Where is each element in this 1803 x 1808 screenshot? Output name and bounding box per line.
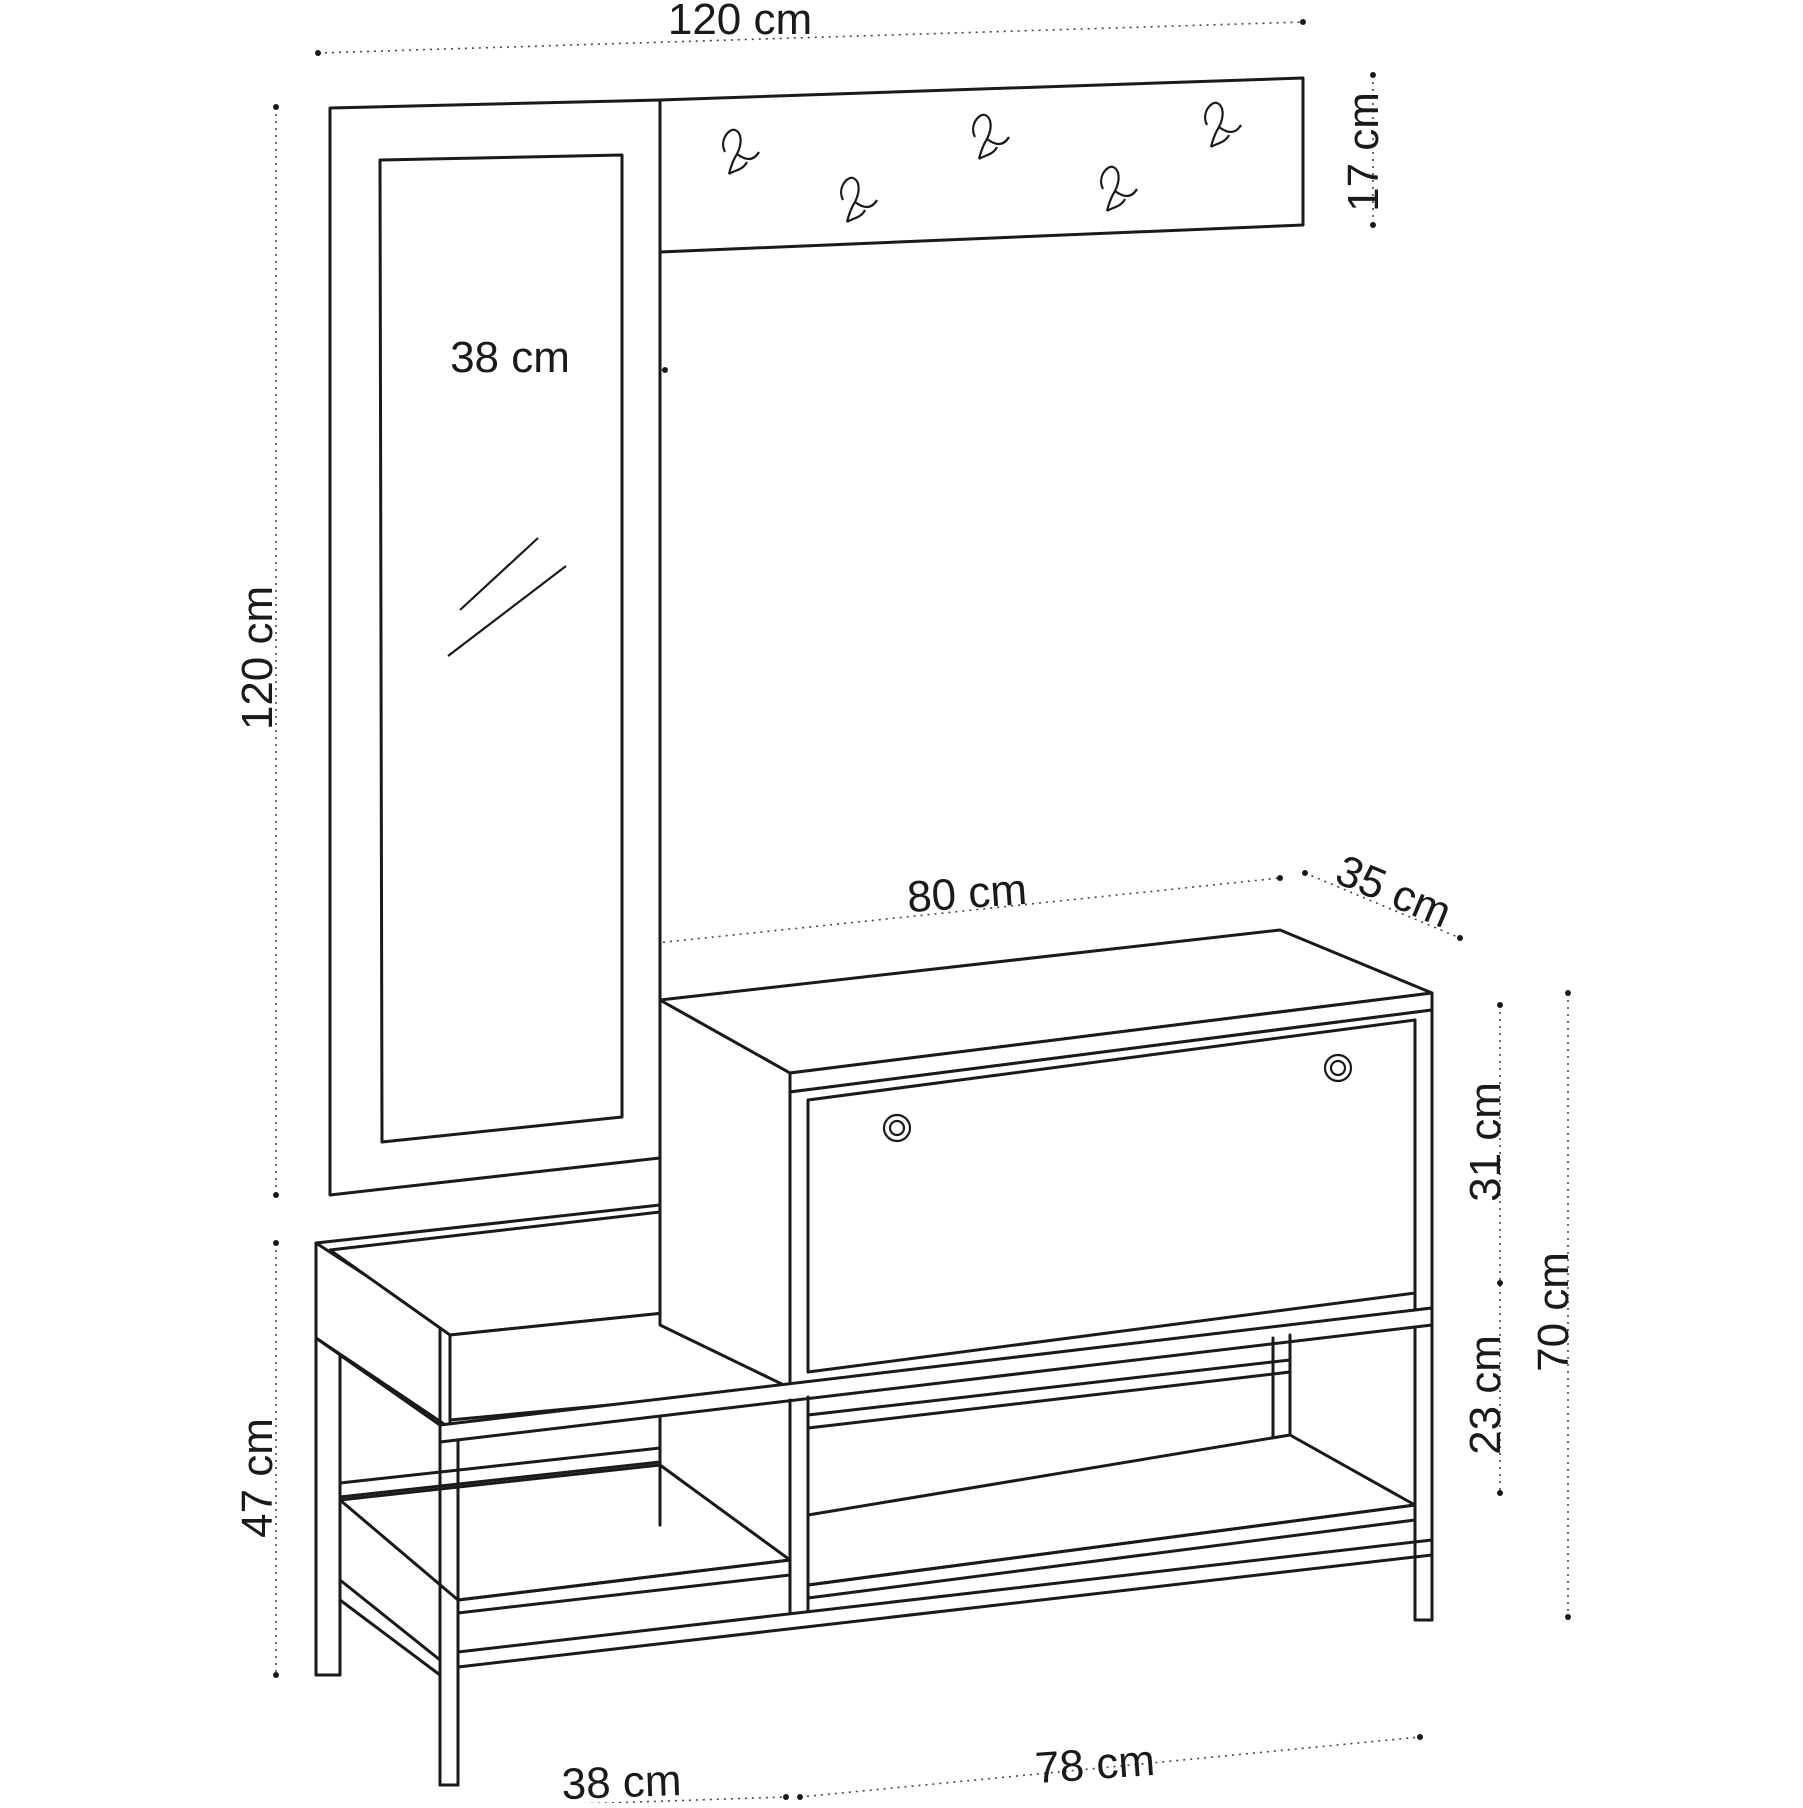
dimension-lines <box>273 19 1571 1808</box>
door-knob-icon <box>882 1113 912 1143</box>
coat-hook-icon <box>1100 165 1138 212</box>
hook-panel <box>658 76 1305 254</box>
dim-overall-width: 120 cm <box>668 0 812 44</box>
dim-cabinet-height: 31 cm <box>1461 1082 1510 1202</box>
dim-shelf-height: 23 cm <box>1461 1335 1510 1455</box>
dim-bottom-left-width: 38 cm <box>561 1756 682 1803</box>
coat-hook-icon <box>1204 101 1242 148</box>
coat-hook-icon <box>972 113 1010 160</box>
coat-hook-icon <box>840 176 878 223</box>
dim-cabinet-width: 80 cm <box>906 865 1029 922</box>
dim-bench-height: 47 cm <box>233 1418 282 1538</box>
dim-cabinet-depth: 35 cm <box>1329 846 1458 938</box>
mirror-panel <box>328 98 662 1197</box>
dim-bottom-right-width: 78 cm <box>1034 1736 1157 1793</box>
dim-overall-height: 120 cm <box>233 586 282 730</box>
dim-hook-panel-height: 17 cm <box>1339 92 1388 212</box>
dim-total-height: 70 cm <box>1529 1252 1578 1372</box>
bench-unit <box>314 250 1434 1787</box>
coat-hook-icon <box>722 128 760 175</box>
door-knob-icon <box>1323 1053 1353 1083</box>
dim-mirror-width: 38 cm <box>450 333 570 382</box>
